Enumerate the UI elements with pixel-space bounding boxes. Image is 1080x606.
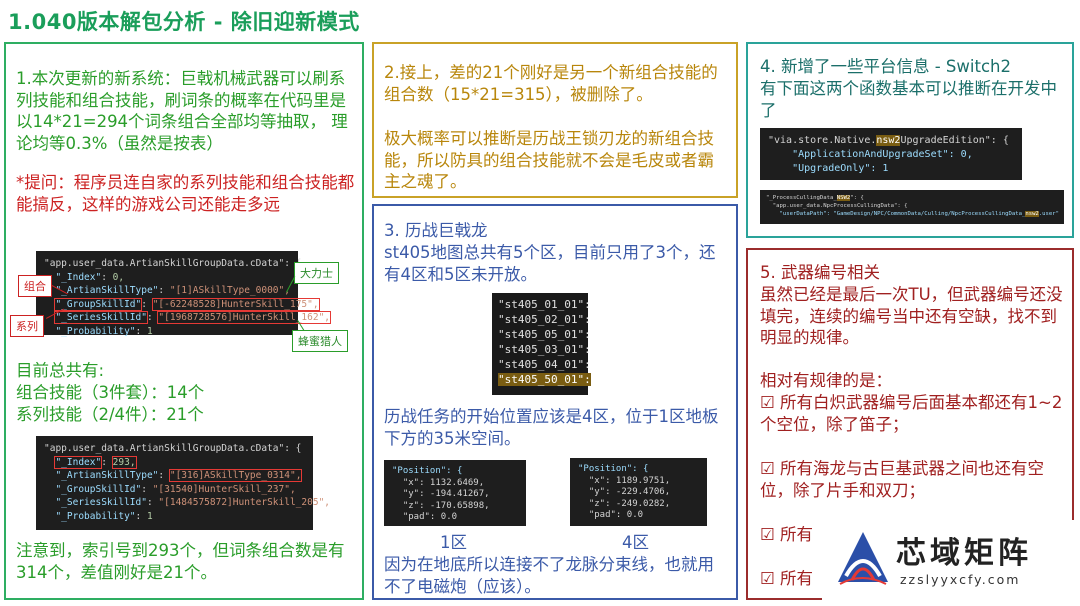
code-key: "_ArtianSkillType" [55,470,159,481]
code-key-group-skill: "_GroupSkillId" [54,297,143,311]
code-highlight: nsw2 [1025,211,1039,217]
code-line: "x": 1189.9751, [588,475,671,486]
panel5-heading: 5. 武器编号相关 [760,263,880,282]
code-block-position-area1: "Position": { "x": 1132.6469, "y": -194.… [384,460,526,526]
panel5-item3: ☑ 所有 [760,525,814,544]
code-value: "[1]ASkillType_0000", [169,285,290,296]
code-line: "app.user_data.ArtianSkillGroupData.cDat… [44,443,302,454]
code-value: 1 [146,510,153,522]
code-line: "pad": 0.0 [588,510,644,520]
logo-url: zzslyyxcfy.com [900,572,1021,587]
code-value: "[31540]HunterSkill_237", [152,483,296,495]
logo-mark-icon [838,532,888,585]
code-line: "pad": 0.0 [402,512,458,522]
panel5-item4: ☑ 所有 [760,569,814,588]
code-key: "_GroupSkillId" [55,483,142,495]
panel1-intro: 1.本次更新的新系统：巨戟机械武器可以刷系列技能和组合技能，刷词条的概率在代码里… [16,69,348,153]
logo-name: 芯域矩阵 [896,536,1032,571]
stage-id: "st405_03_01": [498,343,591,356]
totals-combo: 组合技能（3件套）：14个 [16,383,205,402]
panel5-p2: 相对有规律的是： [760,371,892,390]
totals-series: 系列技能（2/4件）：21个 [16,405,204,424]
totals-title: 目前总共有: [16,361,105,380]
code-value-index: 293, [111,455,137,469]
code-key: "_Index" [55,271,102,283]
panel-deleted-combo [372,42,738,198]
code-line: "x": 1132.6469, [402,477,485,488]
code-line: "z": -249.0282, [588,498,671,509]
code-block-skill-index-0: "app.user_data.ArtianSkillGroupData.cDat… [36,251,332,337]
code-key: "_SeriesSkillId" [55,497,147,508]
code-value-series-skill: "[1968728576]HunterSkill_162", [157,311,332,324]
label-series: 系列 [10,315,44,337]
code-block-nsw2-upgrade: "via.store.Native.nsw2UpgradeEdition": {… [760,128,1022,180]
panel3-p2: 历战任务的开始位置应该是4区，位于1区地板下方的35米空间。 [384,407,719,448]
panel-switch2 [746,42,1074,238]
code-line: "ApplicationAndUpgradeSet": 0, [792,149,973,160]
code-line: "y": -194.41267, [402,489,490,499]
code-line: "_ProcessCullingData_ [766,195,837,201]
code-key-series-skill: "_SeriesSkillId" [54,311,148,324]
caption-area1: 1区 [440,533,467,552]
panel4-p2: 有下面这两个函数基本可以推断在开发中了 [760,79,1057,120]
code-line: "UpgradeOnly": 1 [792,163,889,174]
stage-id: "st405_02_01": [498,313,591,326]
stage-id: "st405_01_01": [498,298,591,311]
code-key-index: "_Index" [54,455,103,469]
panel3-footer: 因为在地底所以连接不了龙脉分束线，也就用不了电磁炮（应该）。 [384,555,714,596]
panel1-footer: 注意到，索引号到293个，但词条组合数是有314个，差值刚好是21个。 [16,541,345,582]
stage-id: "st405_05_01": [498,328,591,341]
code-block-stage-ids: "st405_01_01": "st405_02_01": "st405_05_… [492,293,591,395]
panel3-p1: st405地图总共有5个区，目前只用了3个，还有4区和5区未开放。 [384,243,716,284]
code-line: .user" [1038,211,1060,217]
code-highlight: NSW2 [836,195,851,201]
panel2-p2: 极大概率可以推断是历战王锁刃龙的新组合技能，所以防具的组合技能就不会是毛皮或者霸… [384,129,714,191]
caption-area4: 4区 [622,533,649,552]
code-line: "userDataPath": "GameDesign/NPC/CommonDa… [779,211,1026,217]
panel5-item2: ☑ 所有海龙与古巨基武器之间也还有空位，除了片手和双刀； [760,459,1045,500]
panel5-p1: 虽然已经是最后一次TU，但武器编号还没填完，连续的编号当中还有空缺，找不到明显的… [760,285,1063,347]
stage-id: "st405_04_01": [498,358,591,371]
code-block-nsw2-culling: "_ProcessCullingData_NSW2": { "app.user_… [760,190,1064,224]
watermark-logo: 芯域矩阵 zzslyyxcfy.com [822,520,1080,606]
panel-tempered-arkveld [372,204,738,600]
code-value: 0, [112,271,125,283]
code-block-skill-index-293: "app.user_data.ArtianSkillGroupData.cDat… [36,436,330,530]
code-block-position-area4: "Position": { "x": 1189.9751, "y": -229.… [570,458,707,526]
code-key: "_ArtianSkillType" [55,285,159,296]
code-highlight: nsw2 [876,135,901,146]
code-line: "Position": { [578,464,649,474]
panel2-p1: 2.接上，差的21个刚好是另一个新组合技能的组合数（15*21=315），被删除… [384,63,718,104]
panel1-note: *提问：程序员连自家的系列技能和组合技能都能搞反，这样的游戏公司还能走多远 [16,173,355,214]
code-line: ": { [850,195,864,201]
code-key: "_Probability" [55,325,136,337]
label-strong: 大力士 [294,262,339,284]
code-line: "app.user_data.ArtianSkillGroupData.cDat… [44,258,302,269]
code-value: 1 [146,325,153,337]
panel-artian-skills [4,42,364,600]
code-value-skill-type: "[316]ASkillType_0314", [168,469,303,482]
panel4-p1: 4. 新增了一些平台信息 - Switch2 [760,57,1011,76]
code-value: "[1484575872]HunterSkill_205", [158,497,331,508]
code-key: "_Probability" [55,510,136,522]
code-value-group-skill: "[-62248528]HunterSkill_175", [151,297,320,311]
label-combo: 组合 [18,275,52,297]
code-line: "z": -170.65898, [402,500,490,511]
code-line: "app.user_data.NpcProcessCullingData": { [772,203,908,209]
code-line: "Position": { [392,466,463,476]
panel5-item1: ☑ 所有白炽武器编号后面基本都还有1~2个空位，除了笛子； [760,393,1063,434]
panel3-heading: 3. 历战巨戟龙 [384,221,488,240]
stage-id-highlighted: "st405_50_01": [498,373,591,386]
code-line: "via.store.Native. [768,135,877,146]
code-line: UpgradeEdition": { [900,135,1009,146]
label-bee: 蜂蜜猎人 [292,330,348,352]
code-line: "y": -229.4706, [588,487,671,497]
page-title: 1.040版本解包分析 - 除旧迎新模式 [8,10,360,34]
